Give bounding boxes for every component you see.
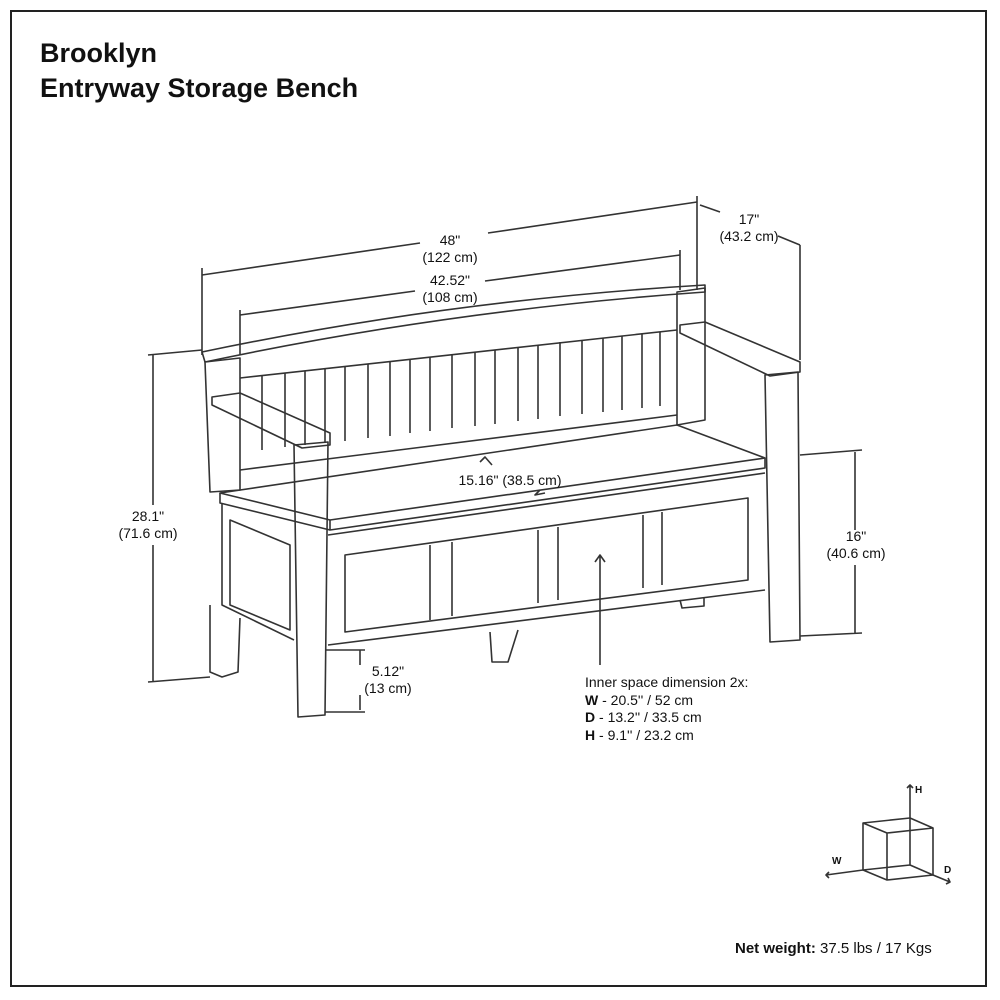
inner-space-row-w: W - 20.5'' / 52 cm [585,691,694,708]
depth-in: 17" [738,211,760,227]
inner-space-row-h: H - 9.1'' / 23.2 cm [585,726,694,743]
height-cm: (71.6 cm) [118,525,178,541]
title-line-2: Entryway Storage Bench [40,73,359,103]
seat-depth-label: 15.16" (38.5 cm) [458,472,562,488]
leg-clearance-label: 5.12" (13 cm) [364,663,411,697]
seat-height-cm: (40.6 cm) [826,545,886,561]
inner-space-row-d: D - 13.2'' / 33.5 cm [585,709,702,725]
inner-width-label: 42.52" (108 cm) [422,272,477,306]
depth-label: 17" (43.2 cm) [719,211,778,245]
left-rear-post [204,357,241,493]
inner-space-info: Inner space dimension 2x: W - 20.5'' / 5… [585,674,748,744]
inner-width-in: 42.52" [429,272,471,288]
overall-width-in: 48" [439,232,461,248]
rear-right-leg [679,598,705,609]
front-panel [327,472,766,646]
left-side-panel [221,503,295,641]
net-weight: Net weight: 37.5 lbs / 17 Kgs [735,940,932,957]
leg-clearance-in: 5.12" [371,663,405,679]
seat-height-label: 16" (40.6 cm) [826,528,885,562]
overall-width-label: 48" (122 cm) [422,232,477,266]
axes-cube-icon [825,784,951,885]
rear-left-leg [209,605,241,678]
back-slats [239,329,678,471]
left-front-post [293,441,329,718]
product-title: Brooklyn Entryway Storage Bench [40,36,358,106]
net-weight-value: 37.5 lbs / 17 Kgs [815,940,932,957]
title-line-1: Brooklyn [40,38,158,68]
inner-width-cm: (108 cm) [422,289,478,305]
height-in: 28.1" [131,508,165,524]
rear-middle-leg [489,629,519,663]
overall-width-cm: (122 cm) [422,249,478,265]
dimension-lines [147,196,863,713]
height-label: 28.1" (71.6 cm) [118,508,177,542]
seat-height-in: 16" [845,528,867,544]
right-arm [679,321,801,377]
net-weight-label: Net weight: [735,940,816,957]
leg-clearance-cm: (13 cm) [364,680,412,696]
left-arm [211,392,331,449]
right-front-post [764,371,801,643]
axis-h-label: H [915,785,923,796]
depth-cm: (43.2 cm) [719,228,779,244]
axis-w-label: W [832,856,842,867]
axis-d-label: D [944,865,952,876]
right-rear-post [676,287,706,426]
diagram-frame [10,10,987,987]
inner-space-heading: Inner space dimension 2x: [585,674,749,690]
